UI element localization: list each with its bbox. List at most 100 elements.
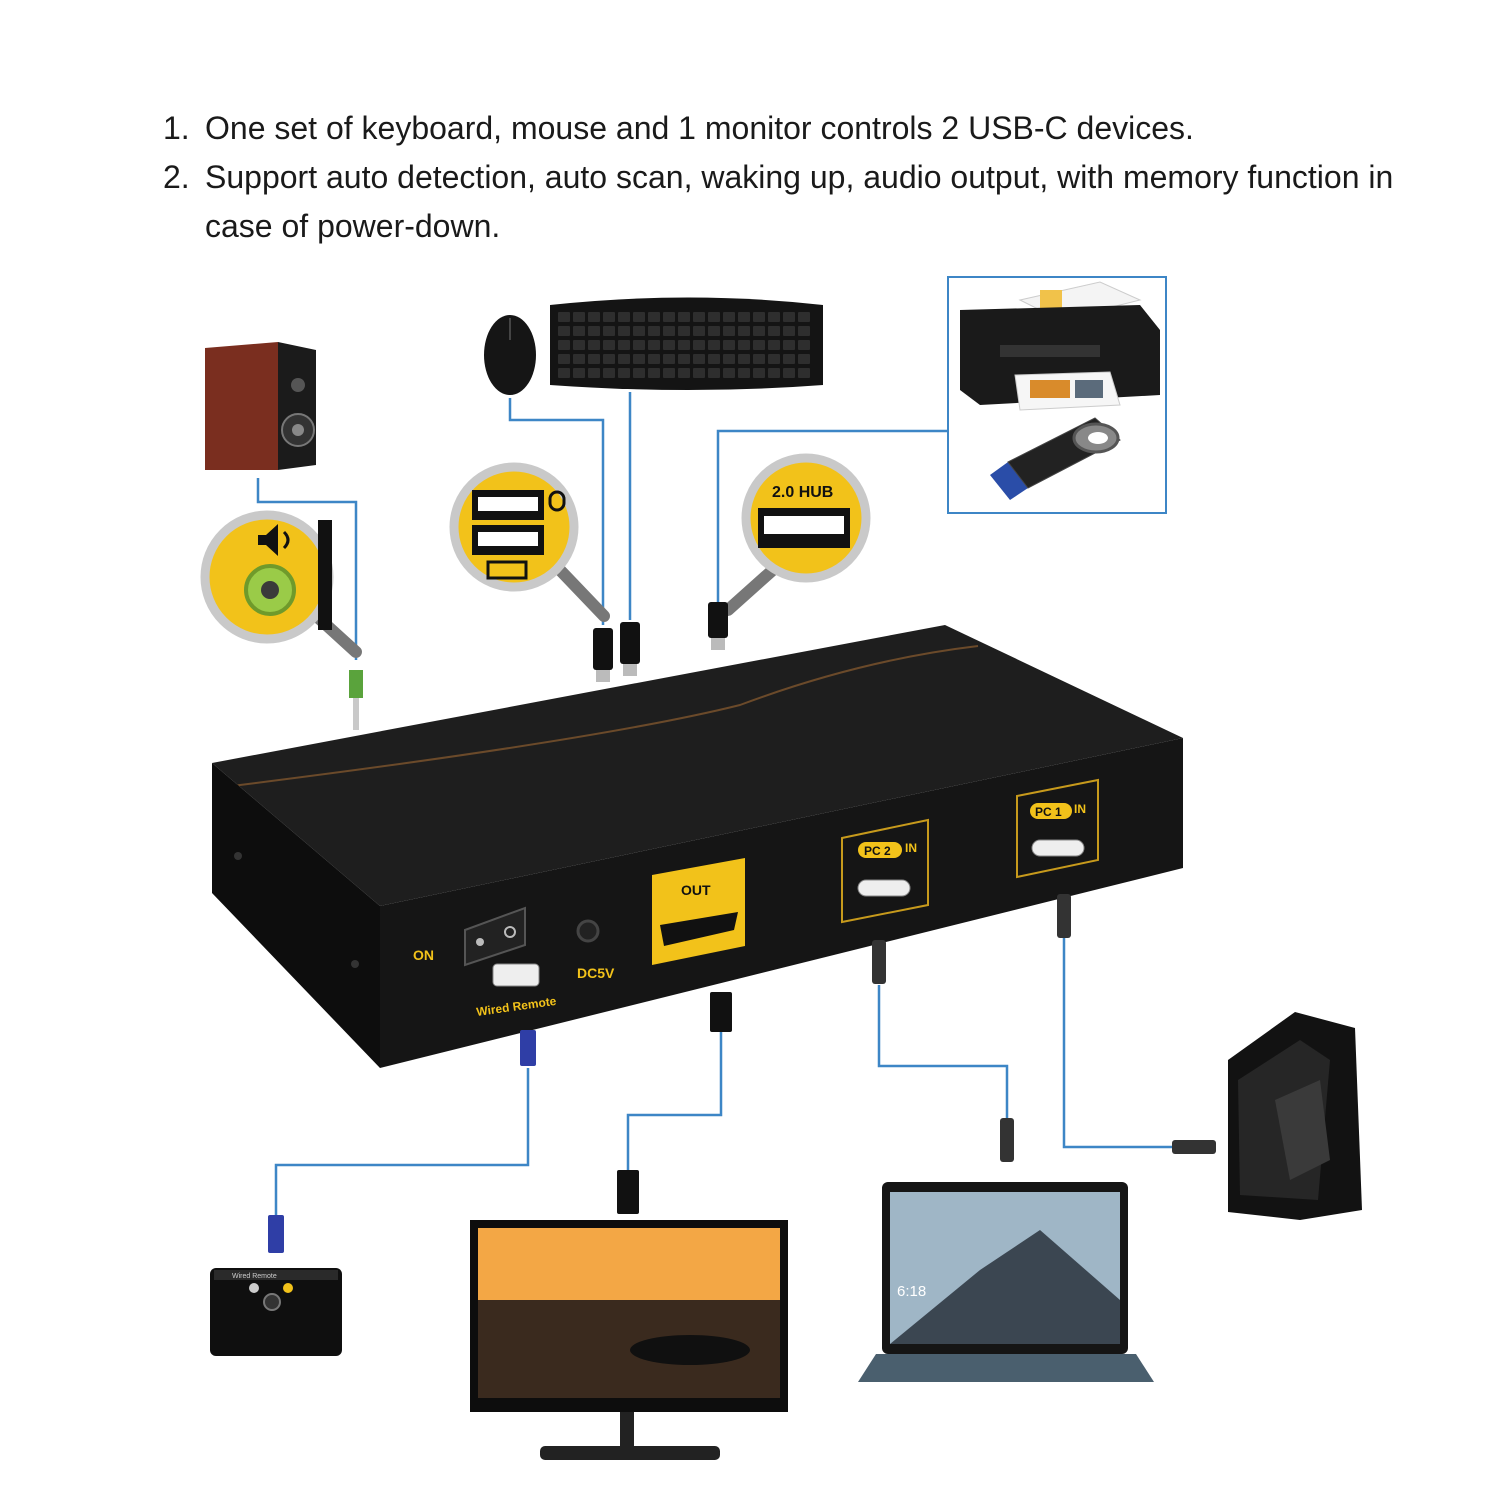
feature-number: 2.	[163, 159, 190, 195]
hdmi-out-port[interactable]	[660, 912, 738, 946]
on-label: ON	[413, 947, 434, 963]
wired-remote-port[interactable]	[492, 963, 540, 987]
power-switch[interactable]	[464, 906, 526, 967]
audio-cable	[256, 478, 358, 660]
keyboard-key	[723, 340, 735, 350]
keyboard-key	[783, 312, 795, 322]
keyboard-key	[663, 354, 675, 364]
keyboard-key	[648, 368, 660, 378]
keyboard-key	[663, 326, 675, 336]
remote-label: Wired Remote	[232, 1273, 277, 1280]
keyboard-key	[723, 312, 735, 322]
remote-plug-bottom	[268, 1215, 284, 1253]
keyboard-key	[723, 368, 735, 378]
keyboard-key	[558, 326, 570, 336]
dc-label: DC5V	[577, 965, 615, 981]
remote-plug	[520, 1030, 536, 1066]
keyboard-key	[663, 312, 675, 322]
keyboard-key	[633, 312, 645, 322]
laptop-time: 6:18	[897, 1283, 926, 1300]
keyboard-key	[708, 368, 720, 378]
keyboard-key	[708, 354, 720, 364]
keyboard-key	[648, 340, 660, 350]
keyboard-key	[633, 354, 645, 364]
remote-button[interactable]	[263, 1293, 281, 1311]
keyboard-key	[573, 368, 585, 378]
keyboard-key	[678, 368, 690, 378]
usb-ports-magnifier	[449, 462, 610, 622]
audio-plug	[349, 670, 363, 730]
keyboard-key	[753, 326, 765, 336]
keyboard-key	[678, 340, 690, 350]
keyboard-key	[723, 326, 735, 336]
keyboard-key	[738, 326, 750, 336]
keyboard-key	[753, 354, 765, 364]
keyboard-key	[558, 354, 570, 364]
usb-plug-hub	[708, 602, 728, 650]
keyboard-key	[798, 354, 810, 364]
keyboard-key	[618, 368, 630, 378]
keyboard-key	[753, 340, 765, 350]
remote-icon: Wired Remote	[210, 1268, 342, 1356]
laptop-icon: 6:18	[858, 1182, 1154, 1382]
dc-power-jack[interactable]	[576, 919, 600, 943]
speaker-icon	[205, 342, 316, 470]
keyboard-key	[693, 326, 705, 336]
pc2-usb-c-port[interactable]	[857, 879, 911, 897]
keyboard-key	[588, 312, 600, 322]
keyboard-key	[588, 354, 600, 364]
keyboard-key	[768, 312, 780, 322]
hdmi-cable	[626, 1032, 723, 1170]
keyboard-key	[708, 340, 720, 350]
cables	[256, 392, 1172, 1215]
usb-hub-magnifier: 2.0 HUB	[722, 453, 871, 616]
kvm-switch: ON DC5V Wired Remote OUT PC 2 IN PC 1 IN	[212, 625, 1183, 1068]
keyboard-key	[693, 354, 705, 364]
keyboard-key	[618, 354, 630, 364]
keyboard-key	[783, 354, 795, 364]
keyboard-key	[588, 368, 600, 378]
keyboard-key	[753, 312, 765, 322]
desktop-pc-icon	[1228, 1012, 1362, 1220]
usb-c-plug-pc2	[872, 940, 886, 984]
pc2-cable	[877, 985, 1009, 1118]
pc1-cable	[1062, 938, 1172, 1149]
keyboard-key	[573, 326, 585, 336]
pc2-tag: PC 2	[864, 844, 891, 858]
keyboard-key	[558, 368, 570, 378]
usb-plug-keyboard	[620, 622, 640, 676]
keyboard-key	[678, 354, 690, 364]
pc1-tag: PC 1	[1035, 805, 1062, 819]
monitor-icon	[470, 1220, 788, 1460]
keyboard-key	[708, 312, 720, 322]
keyboard-key	[573, 312, 585, 322]
printer-icon	[960, 281, 1160, 411]
remote-cable	[274, 1068, 530, 1215]
keyboard-key	[618, 312, 630, 322]
out-label: OUT	[681, 882, 711, 898]
keyboard-key	[603, 326, 615, 336]
audio-jack-magnifier	[200, 510, 362, 658]
keyboard-key	[783, 326, 795, 336]
pc1-usb-c-port[interactable]	[1031, 839, 1085, 857]
keyboard-key	[648, 354, 660, 364]
keyboard-key	[603, 354, 615, 364]
mouse-cable	[508, 398, 605, 625]
keyboard-key	[663, 340, 675, 350]
keyboard-key	[663, 368, 675, 378]
keyboard-key	[768, 326, 780, 336]
keyboard-key	[588, 340, 600, 350]
keyboard-key	[588, 326, 600, 336]
keyboard-key	[633, 326, 645, 336]
keyboard-key	[798, 312, 810, 322]
keyboard-key	[768, 354, 780, 364]
keyboard-key	[693, 340, 705, 350]
keyboard-key	[618, 326, 630, 336]
hub-label: 2.0 HUB	[772, 484, 833, 501]
keyboard-key	[573, 340, 585, 350]
keyboard-key	[723, 354, 735, 364]
keyboard-key	[558, 312, 570, 322]
hdmi-plug-bottom	[617, 1170, 639, 1214]
mouse-icon	[484, 315, 536, 395]
